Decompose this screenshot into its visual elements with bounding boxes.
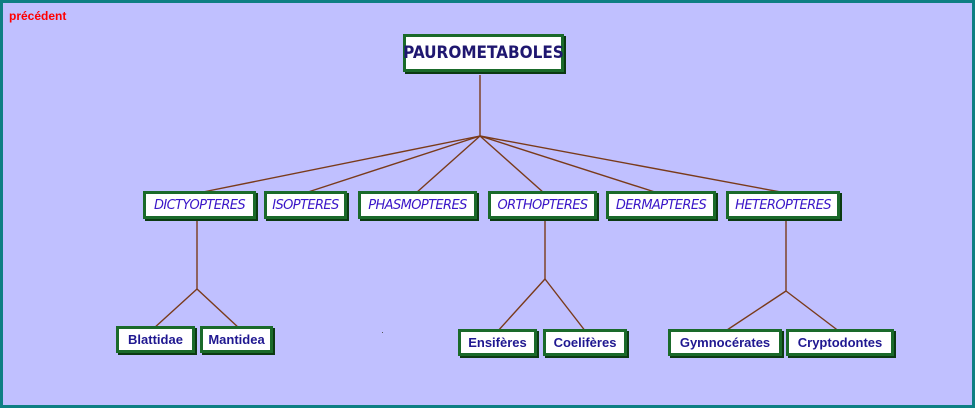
- connector-line: [196, 288, 241, 330]
- connector-line: [544, 278, 587, 333]
- connector-line: [197, 135, 481, 194]
- connector-line: [785, 290, 841, 333]
- order-node-heteropteres: HETEROPTERES: [726, 191, 840, 219]
- previous-link[interactable]: précédent: [9, 9, 67, 23]
- order-node-isopteres: ISOPTERES: [264, 191, 347, 219]
- connector-line: [496, 278, 546, 333]
- family-node-coeliferes: Coelifères: [543, 329, 627, 356]
- connector-line: [479, 135, 545, 194]
- connector-lines: [152, 75, 841, 333]
- family-node-blattidae: Blattidae: [116, 326, 195, 353]
- connector-line: [415, 135, 481, 194]
- root-node: PAUROMETABOLES: [403, 34, 564, 72]
- family-node-gymnocerates: Gymnocérates: [668, 329, 782, 356]
- connector-line: [304, 135, 481, 194]
- order-node-phasmopteres: PHASMOPTERES: [358, 191, 477, 219]
- connector-line: [479, 135, 787, 194]
- connector-line: [152, 288, 198, 330]
- family-node-ensiferes: Ensifères: [458, 329, 537, 356]
- stray-dot: [382, 332, 383, 333]
- family-node-cryptodontes: Cryptodontes: [786, 329, 894, 356]
- connector-line: [723, 290, 787, 333]
- order-node-dictyopteres: DICTYOPTERES: [143, 191, 256, 219]
- connector-line: [479, 135, 659, 194]
- family-node-mantidea: Mantidea: [200, 326, 273, 353]
- order-node-dermapteres: DERMAPTERES: [606, 191, 716, 219]
- order-node-orthopteres: ORTHOPTERES: [488, 191, 597, 219]
